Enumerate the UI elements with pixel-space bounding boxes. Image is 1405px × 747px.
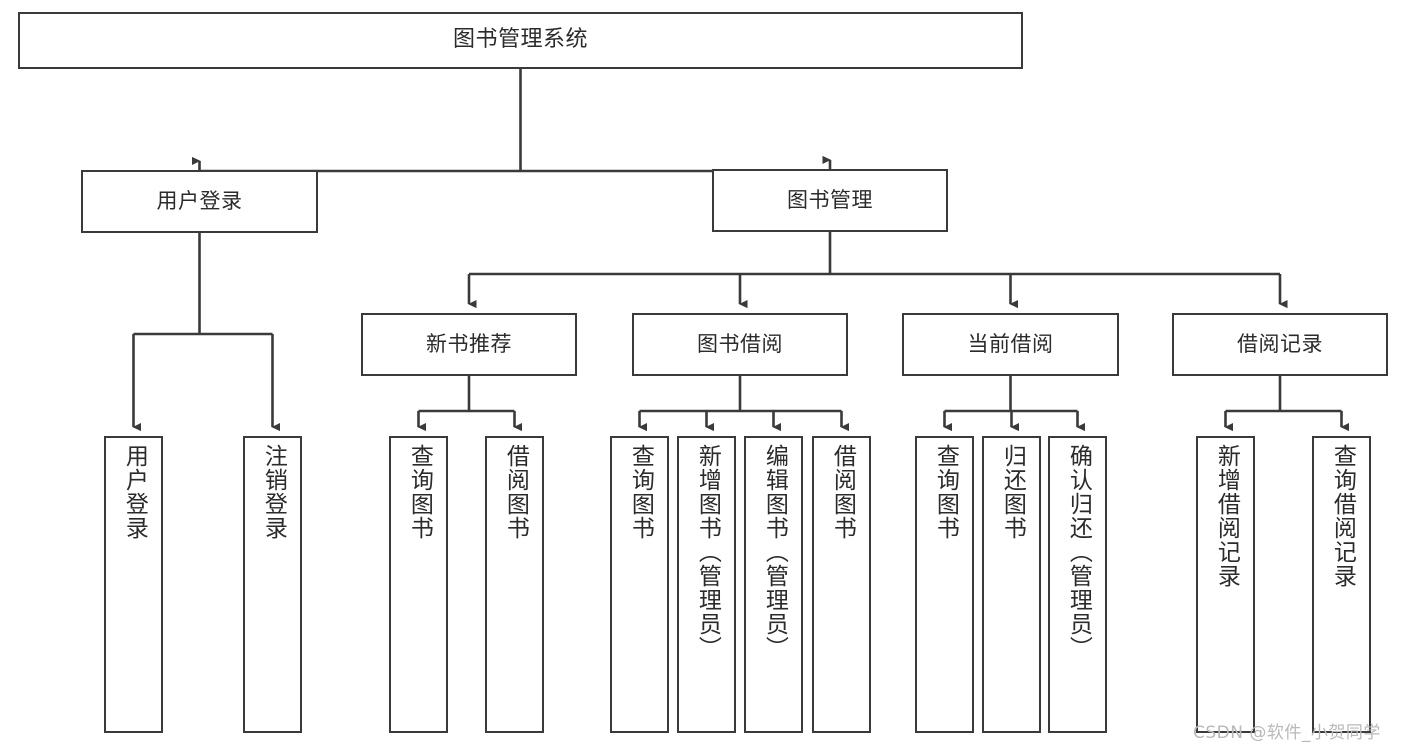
- node-label: 图书管理系统: [452, 27, 588, 53]
- leaf-return-book[interactable]: 归还图书: [982, 436, 1041, 733]
- node-label: 注销登录: [260, 444, 287, 540]
- leaf-borrow-book[interactable]: 借阅图书: [812, 436, 871, 733]
- node-label: 用户登录: [156, 188, 243, 213]
- node-root[interactable]: 图书管理系统: [18, 12, 1023, 69]
- leaf-user-login[interactable]: 用户登录: [104, 436, 163, 733]
- node-label: 确认归还（管理员）: [1065, 444, 1092, 660]
- node-label: 新增图书（管理员）: [694, 444, 721, 660]
- leaf-borrow-book-recommend[interactable]: 借阅图书: [485, 436, 544, 733]
- leaf-query-book-recommend[interactable]: 查询图书: [389, 436, 448, 733]
- node-label: 当前借阅: [967, 331, 1054, 356]
- leaf-query-book-current[interactable]: 查询图书: [915, 436, 974, 733]
- node-label: 查询图书: [932, 444, 959, 540]
- node-label: 图书管理: [787, 187, 873, 212]
- node-label: 新书推荐: [426, 331, 512, 356]
- node-label: 借阅图书: [829, 444, 856, 540]
- node-book-management[interactable]: 图书管理: [712, 169, 948, 232]
- node-current-borrow[interactable]: 当前借阅: [902, 313, 1119, 376]
- node-book-borrow[interactable]: 图书借阅: [632, 313, 848, 376]
- node-label: 新增借阅记录: [1213, 444, 1240, 588]
- node-label: 归还图书: [999, 444, 1026, 540]
- node-label: 借阅记录: [1237, 331, 1323, 356]
- node-label: 查询图书: [627, 444, 654, 540]
- node-label: 借阅图书: [502, 444, 529, 540]
- node-user-login[interactable]: 用户登录: [81, 170, 318, 233]
- csdn-watermark: CSDN @软件_小贺同学: [1193, 723, 1381, 743]
- leaf-add-borrow-record[interactable]: 新增借阅记录: [1196, 436, 1255, 733]
- leaf-query-borrow-record[interactable]: 查询借阅记录: [1312, 436, 1371, 733]
- leaf-query-book[interactable]: 查询图书: [610, 436, 669, 733]
- node-new-book-recommend[interactable]: 新书推荐: [361, 313, 577, 376]
- node-label: 用户登录: [121, 444, 148, 540]
- leaf-confirm-return-admin[interactable]: 确认归还（管理员）: [1048, 436, 1107, 733]
- node-label: 查询借阅记录: [1329, 444, 1356, 588]
- leaf-edit-book-admin[interactable]: 编辑图书（管理员）: [744, 436, 803, 733]
- leaf-add-book-admin[interactable]: 新增图书（管理员）: [677, 436, 736, 733]
- node-label: 编辑图书（管理员）: [761, 444, 788, 660]
- node-label: 查询图书: [406, 444, 433, 540]
- node-borrow-record[interactable]: 借阅记录: [1172, 313, 1388, 376]
- node-label: 图书借阅: [697, 331, 783, 356]
- leaf-logout[interactable]: 注销登录: [243, 436, 302, 733]
